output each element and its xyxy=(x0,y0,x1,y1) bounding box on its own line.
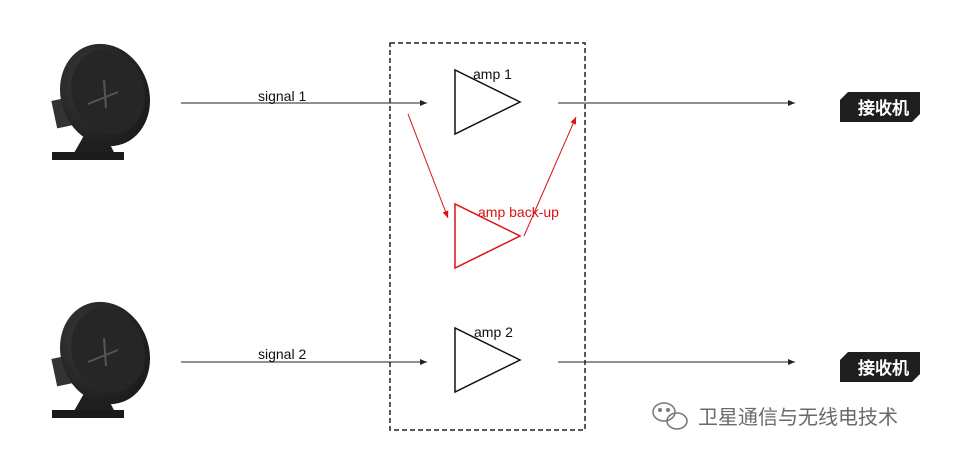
backup-amp-label: amp back-up xyxy=(478,204,559,220)
receiver-badge: 接收机 xyxy=(840,92,920,122)
redundancy-box xyxy=(389,42,586,431)
backup-amp-triangle xyxy=(454,202,522,270)
receiver-label: 接收机 xyxy=(858,358,909,379)
signal-2-label: signal 2 xyxy=(258,346,306,362)
backup-return-arrow xyxy=(523,116,577,237)
satellite-dish-icon xyxy=(51,301,151,418)
signal-1-label: signal 1 xyxy=(258,88,306,104)
watermark-text: 卫星通信与无线电技术 xyxy=(698,405,898,429)
amp-1-label: amp 1 xyxy=(473,66,512,82)
amp-2-label: amp 2 xyxy=(474,324,513,340)
amp-2-triangle xyxy=(454,326,522,394)
wechat-icon xyxy=(652,402,688,430)
switch-to-backup-arrow xyxy=(407,113,449,219)
amp-1-triangle xyxy=(454,68,522,136)
watermark: 卫星通信与无线电技术 xyxy=(652,402,898,430)
receiver-label: 接收机 xyxy=(858,98,909,119)
satellite-dish-icon xyxy=(51,43,151,160)
receiver-badge: 接收机 xyxy=(840,352,920,382)
